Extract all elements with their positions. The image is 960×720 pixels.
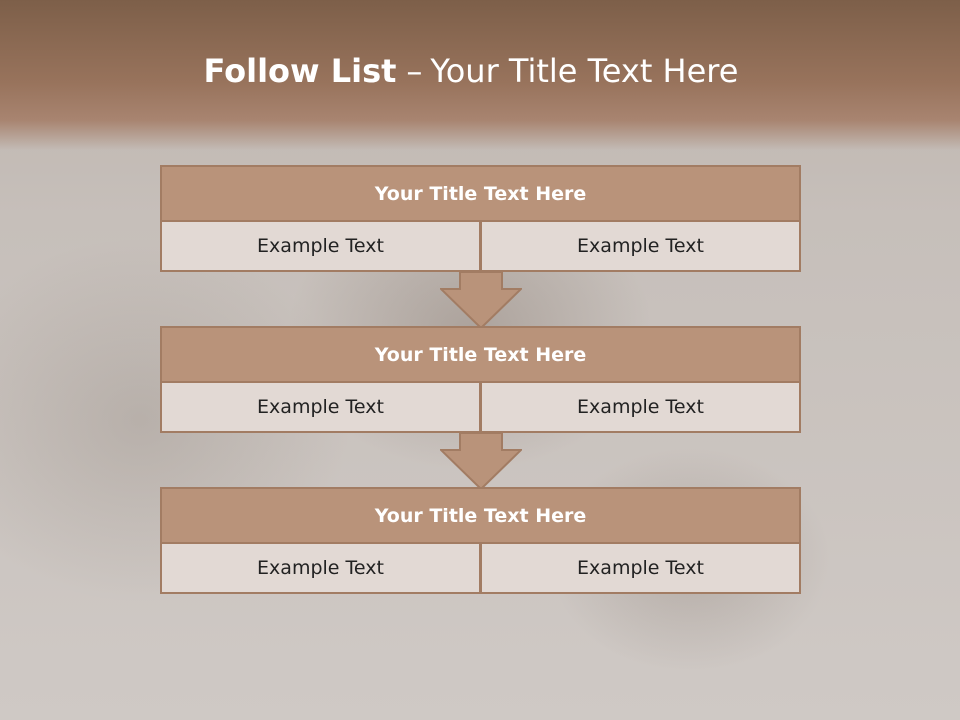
block-cell-left: Example Text bbox=[160, 222, 481, 272]
slide-title-separator: – bbox=[406, 52, 423, 90]
down-arrow-icon bbox=[440, 271, 522, 329]
list-block-2: Your Title Text Here Example Text Exampl… bbox=[160, 326, 801, 433]
block-cell-left: Example Text bbox=[160, 383, 481, 433]
block-cell-right: Example Text bbox=[480, 222, 801, 272]
slide-title: Follow List–Your Title Text Here bbox=[0, 52, 942, 90]
list-block-3: Your Title Text Here Example Text Exampl… bbox=[160, 487, 801, 594]
down-arrow-icon bbox=[440, 432, 522, 490]
block-cell-right: Example Text bbox=[480, 544, 801, 594]
block-title: Your Title Text Here bbox=[160, 487, 801, 544]
block-title: Your Title Text Here bbox=[160, 326, 801, 383]
title-band bbox=[0, 0, 960, 150]
list-block-1: Your Title Text Here Example Text Exampl… bbox=[160, 165, 801, 272]
slide-title-bold: Follow List bbox=[203, 52, 397, 90]
block-cell-left: Example Text bbox=[160, 544, 481, 594]
block-cell-right: Example Text bbox=[480, 383, 801, 433]
block-title: Your Title Text Here bbox=[160, 165, 801, 222]
slide-title-text: Your Title Text Here bbox=[430, 52, 739, 90]
